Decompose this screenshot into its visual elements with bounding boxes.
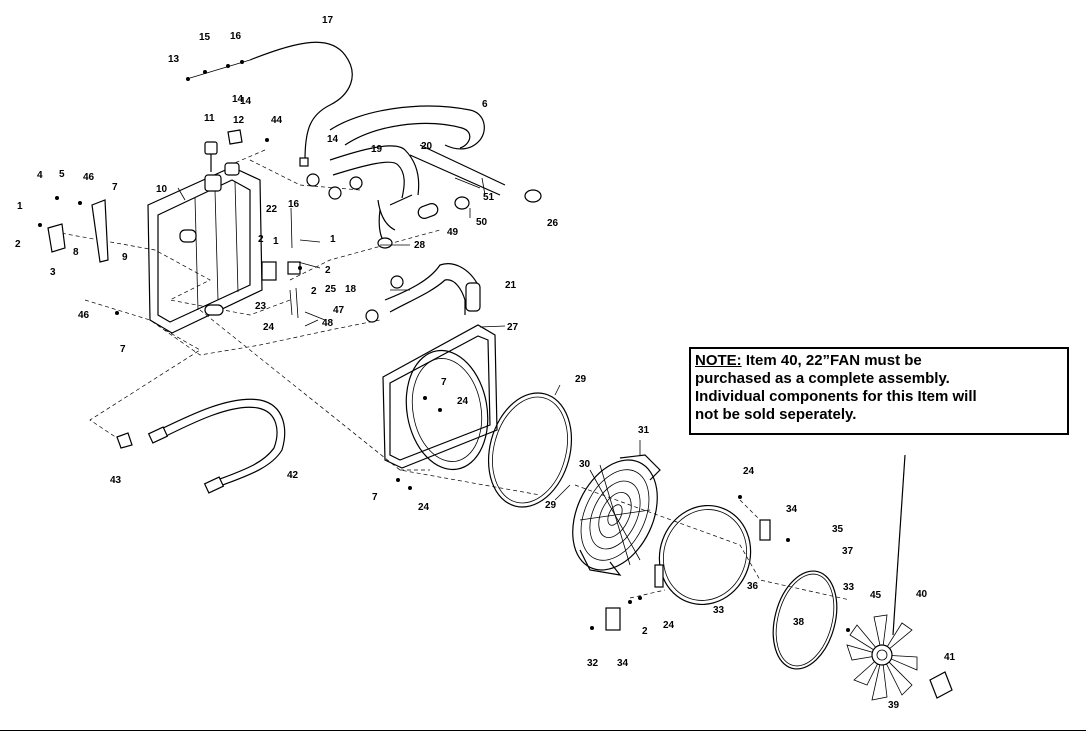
callout-14: 14 — [240, 96, 252, 107]
callout-27: 27 — [507, 322, 519, 333]
callout-3: 3 — [50, 267, 56, 278]
fan-assembly — [846, 454, 953, 701]
mount-bracket-left — [38, 196, 119, 315]
drain-hose — [116, 398, 286, 494]
callout-1: 1 — [273, 236, 279, 247]
callout-38: 38 — [793, 617, 805, 628]
note-line-4: not be sold seperately. — [695, 406, 857, 423]
callout-26: 26 — [547, 218, 559, 229]
radiator-cap — [204, 129, 269, 172]
callout-33: 33 — [843, 582, 855, 593]
ring-seal — [772, 570, 838, 670]
callout-15: 15 — [199, 32, 211, 43]
overflow-bracket — [261, 261, 302, 319]
callout-7: 7 — [372, 492, 378, 503]
callout-7: 7 — [120, 344, 126, 355]
callout-34: 34 — [786, 504, 798, 515]
callout-39: 39 — [888, 700, 900, 711]
callout-24: 24 — [457, 396, 469, 407]
fan-ring — [590, 495, 790, 631]
callout-18: 18 — [345, 284, 357, 295]
callout-labels: 17 15 16 13 14 14 11 12 44 14 6 19 20 4 … — [15, 15, 956, 711]
bottom-divider — [0, 730, 1086, 731]
callout-35: 35 — [832, 524, 844, 535]
callout-28: 28 — [414, 240, 426, 251]
callout-46: 46 — [83, 172, 95, 183]
callout-31: 31 — [638, 425, 650, 436]
callout-20: 20 — [421, 141, 433, 152]
callout-12: 12 — [233, 115, 245, 126]
callout-45: 45 — [870, 590, 882, 601]
callout-22: 22 — [266, 204, 278, 215]
callout-16: 16 — [230, 31, 242, 42]
callout-2: 2 — [642, 626, 648, 637]
note-line-3: Individual components for this Item will — [695, 388, 977, 405]
radiator-core — [147, 162, 263, 334]
callout-24: 24 — [263, 322, 275, 333]
note-heading: NOTE: — [695, 352, 742, 369]
callout-25: 25 — [325, 284, 337, 295]
callout-14: 14 — [327, 134, 339, 145]
note-line-1: NOTE: Item 40, 22”FAN must be — [695, 352, 1067, 370]
callout-13: 13 — [168, 54, 180, 65]
callout-37: 37 — [842, 546, 854, 557]
callout-9: 9 — [122, 252, 128, 263]
callout-33: 33 — [713, 605, 725, 616]
overflow-hose — [329, 105, 542, 203]
callout-29: 29 — [545, 500, 557, 511]
note-text-1: Item 40, 22”FAN must be — [741, 352, 922, 369]
callout-16: 16 — [288, 199, 300, 210]
callout-40: 40 — [916, 589, 928, 600]
callout-49: 49 — [447, 227, 459, 238]
callout-7: 7 — [112, 182, 118, 193]
callout-2: 2 — [258, 234, 264, 245]
callout-2: 2 — [15, 239, 21, 250]
callout-23: 23 — [255, 301, 267, 312]
callout-2: 2 — [311, 286, 317, 297]
callout-46: 46 — [78, 310, 90, 321]
callout-24: 24 — [663, 620, 675, 631]
callout-1: 1 — [330, 234, 336, 245]
callout-10: 10 — [156, 184, 168, 195]
callout-5: 5 — [59, 169, 65, 180]
callout-11: 11 — [204, 113, 215, 124]
fan-shroud — [382, 324, 498, 490]
callout-30: 30 — [579, 459, 591, 470]
callout-43: 43 — [110, 475, 122, 486]
fan-guard — [572, 454, 661, 576]
callout-leaders — [177, 177, 641, 501]
callout-14: 14 — [232, 94, 244, 105]
callout-24: 24 — [418, 502, 430, 513]
shroud-seal-ring — [487, 392, 573, 508]
callout-2: 2 — [325, 265, 331, 276]
callout-36: 36 — [747, 581, 759, 592]
fan-note-box: NOTE: Item 40, 22”FAN must be purchased … — [689, 347, 1069, 435]
callout-1: 1 — [17, 201, 23, 212]
callout-19: 19 — [371, 144, 383, 155]
callout-47: 47 — [333, 305, 345, 316]
callout-8: 8 — [73, 247, 79, 258]
upper-radiator-hose — [306, 145, 481, 249]
callout-41: 41 — [944, 652, 956, 663]
callout-7: 7 — [441, 377, 447, 388]
callout-29: 29 — [575, 374, 587, 385]
callout-51: 51 — [483, 192, 495, 203]
callout-21: 21 — [505, 280, 517, 291]
lower-radiator-hose — [365, 263, 481, 323]
callout-17: 17 — [322, 15, 334, 26]
callout-24: 24 — [743, 466, 755, 477]
callout-48: 48 — [322, 318, 334, 329]
callout-34: 34 — [617, 658, 629, 669]
callout-32: 32 — [587, 658, 599, 669]
temperature-cable — [186, 41, 353, 167]
note-line-2: purchased as a complete assembly. — [695, 370, 950, 387]
callout-42: 42 — [287, 470, 299, 481]
callout-44: 44 — [271, 115, 283, 126]
callout-4: 4 — [37, 170, 43, 181]
callout-50: 50 — [476, 217, 488, 228]
callout-6: 6 — [482, 99, 488, 110]
